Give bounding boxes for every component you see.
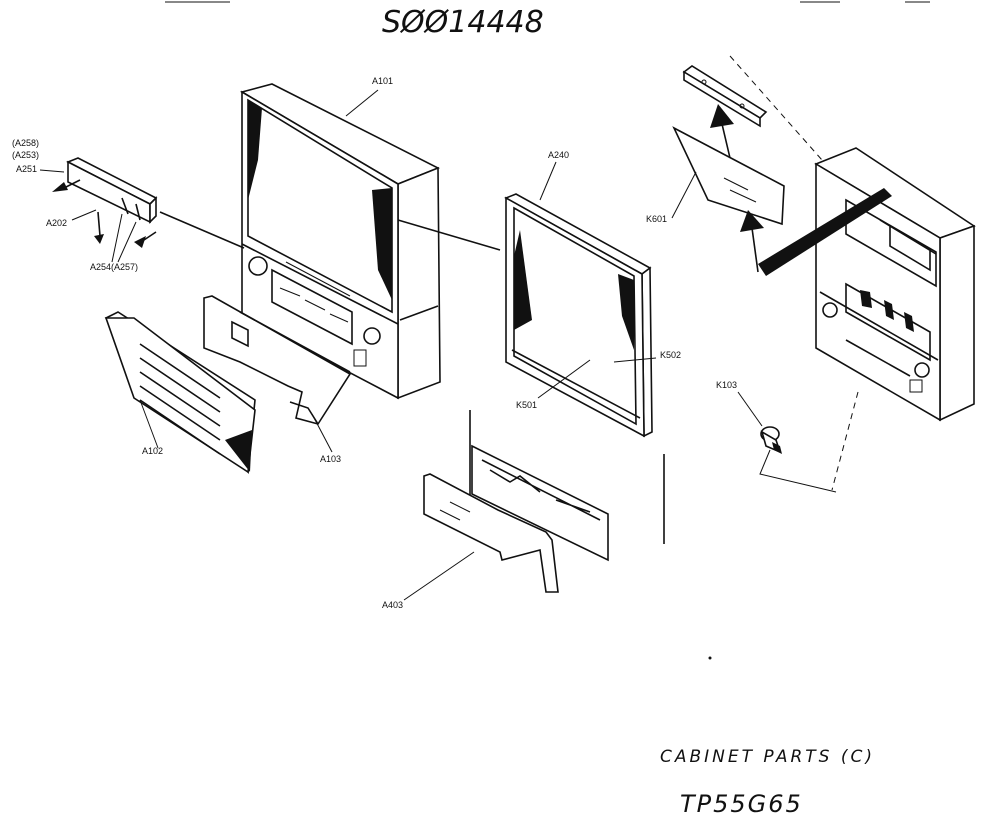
explode-line-bracket-to-cabinet: [159, 211, 245, 249]
label-a254: A254(A257): [90, 262, 138, 272]
label-k601: K601: [646, 214, 667, 224]
label-a103: A103: [320, 454, 341, 464]
label-a240: A240: [548, 150, 569, 160]
label-k502: K502: [660, 350, 681, 360]
bracket-a251: [52, 157, 158, 248]
model-number: TP55G65: [680, 790, 803, 818]
label-k501: K501: [516, 400, 537, 410]
leader-a403: [403, 551, 475, 601]
leader-k601: [671, 171, 697, 219]
leader-k103: [737, 391, 763, 427]
assembly-arrow-shaft: [751, 227, 759, 273]
leader-a202: [71, 209, 97, 221]
mirror-sheet: [672, 126, 785, 226]
label-a101: A101: [372, 76, 393, 86]
label-a251: A251: [16, 164, 37, 174]
label-k103: K103: [716, 380, 737, 390]
up-arrow-shaft: [721, 123, 731, 159]
grille-panel-a102: [104, 311, 256, 475]
strip-bracket-k601: [682, 65, 768, 128]
up-arrow-head: [710, 104, 734, 128]
main-cabinet-a101: [239, 83, 441, 400]
label-a202: A202: [46, 218, 67, 228]
leader-k502: [613, 357, 657, 363]
back-board-a403: [423, 410, 665, 593]
inner-panel-a103: [203, 295, 352, 425]
mirror-sheen: [723, 177, 757, 203]
label-a403: A403: [382, 600, 403, 610]
leader-a251: [39, 169, 65, 173]
explode-line-cabinet-to-frame: [397, 219, 501, 251]
label-a258: (A258): [12, 138, 39, 148]
label-a253: (A253): [12, 150, 39, 160]
leader-a103: [311, 413, 333, 453]
thick-track: [758, 188, 892, 276]
front-frame-a240: [504, 193, 653, 438]
assembly-arrow-head: [740, 210, 764, 232]
leader-a101: [345, 89, 379, 117]
leader-a254: [111, 213, 137, 263]
knob-guide-line: [759, 449, 837, 493]
leader-a240: [539, 161, 557, 201]
document-number: SØØ14448: [382, 5, 544, 40]
stray-dot: [708, 656, 712, 660]
knob-k103: [760, 426, 782, 454]
caption-cabinet-parts: CABINET PARTS (C): [660, 747, 875, 767]
dash-line-knob: [831, 391, 859, 491]
leader-a102: [139, 399, 159, 449]
label-a102: A102: [142, 446, 163, 456]
leader-k501: [537, 359, 591, 399]
dash-line-strip: [729, 55, 823, 161]
rear-cabinet: [814, 147, 976, 422]
